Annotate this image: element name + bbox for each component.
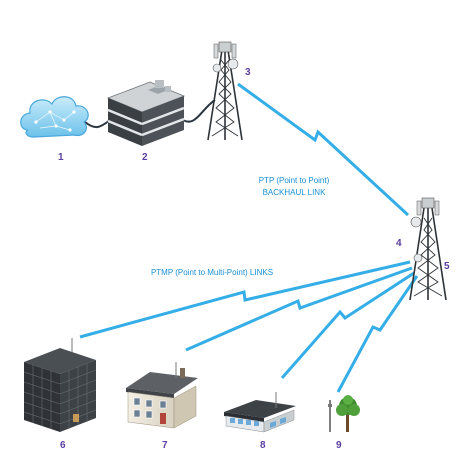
office-building-icon (23, 338, 97, 432)
node-number-1: 1 (58, 152, 64, 163)
server-rack-icon (106, 80, 186, 146)
distribution-tower-icon (409, 197, 447, 301)
node-number-5: 5 (444, 261, 450, 272)
node-number-3: 3 (245, 67, 251, 78)
ptmp-link-to-8 (280, 271, 415, 379)
cable-server-tower (179, 99, 216, 123)
ptmp-label: PTMP (Point to Multi-Point) LINKS (151, 268, 273, 277)
node-number-9: 9 (336, 440, 342, 451)
ptmp-link-to-7 (185, 266, 413, 352)
node-number-7: 7 (162, 440, 168, 451)
ptmp-link-to-6 (79, 260, 411, 339)
cable-cloud-server (84, 119, 111, 128)
node-number-4: 4 (396, 238, 402, 249)
ptmp-link-to-9 (336, 275, 419, 393)
house-icon (126, 362, 198, 429)
internet-cloud-icon (20, 96, 89, 138)
small-building-icon (224, 392, 296, 433)
ptp-backhaul-link (237, 82, 410, 217)
ptp-label-line2: BACKHAUL LINK (263, 188, 327, 197)
ptp-label-line1: PTP (Point to Point) (259, 176, 330, 185)
backhaul-tower-icon (207, 41, 243, 141)
ptp-link-segment (237, 82, 410, 217)
ptmp-links (79, 260, 419, 393)
node-number-6: 6 (60, 440, 66, 451)
tree-with-pole-icon (328, 395, 360, 432)
node-number-2: 2 (142, 152, 148, 163)
node-number-8: 8 (260, 440, 266, 451)
